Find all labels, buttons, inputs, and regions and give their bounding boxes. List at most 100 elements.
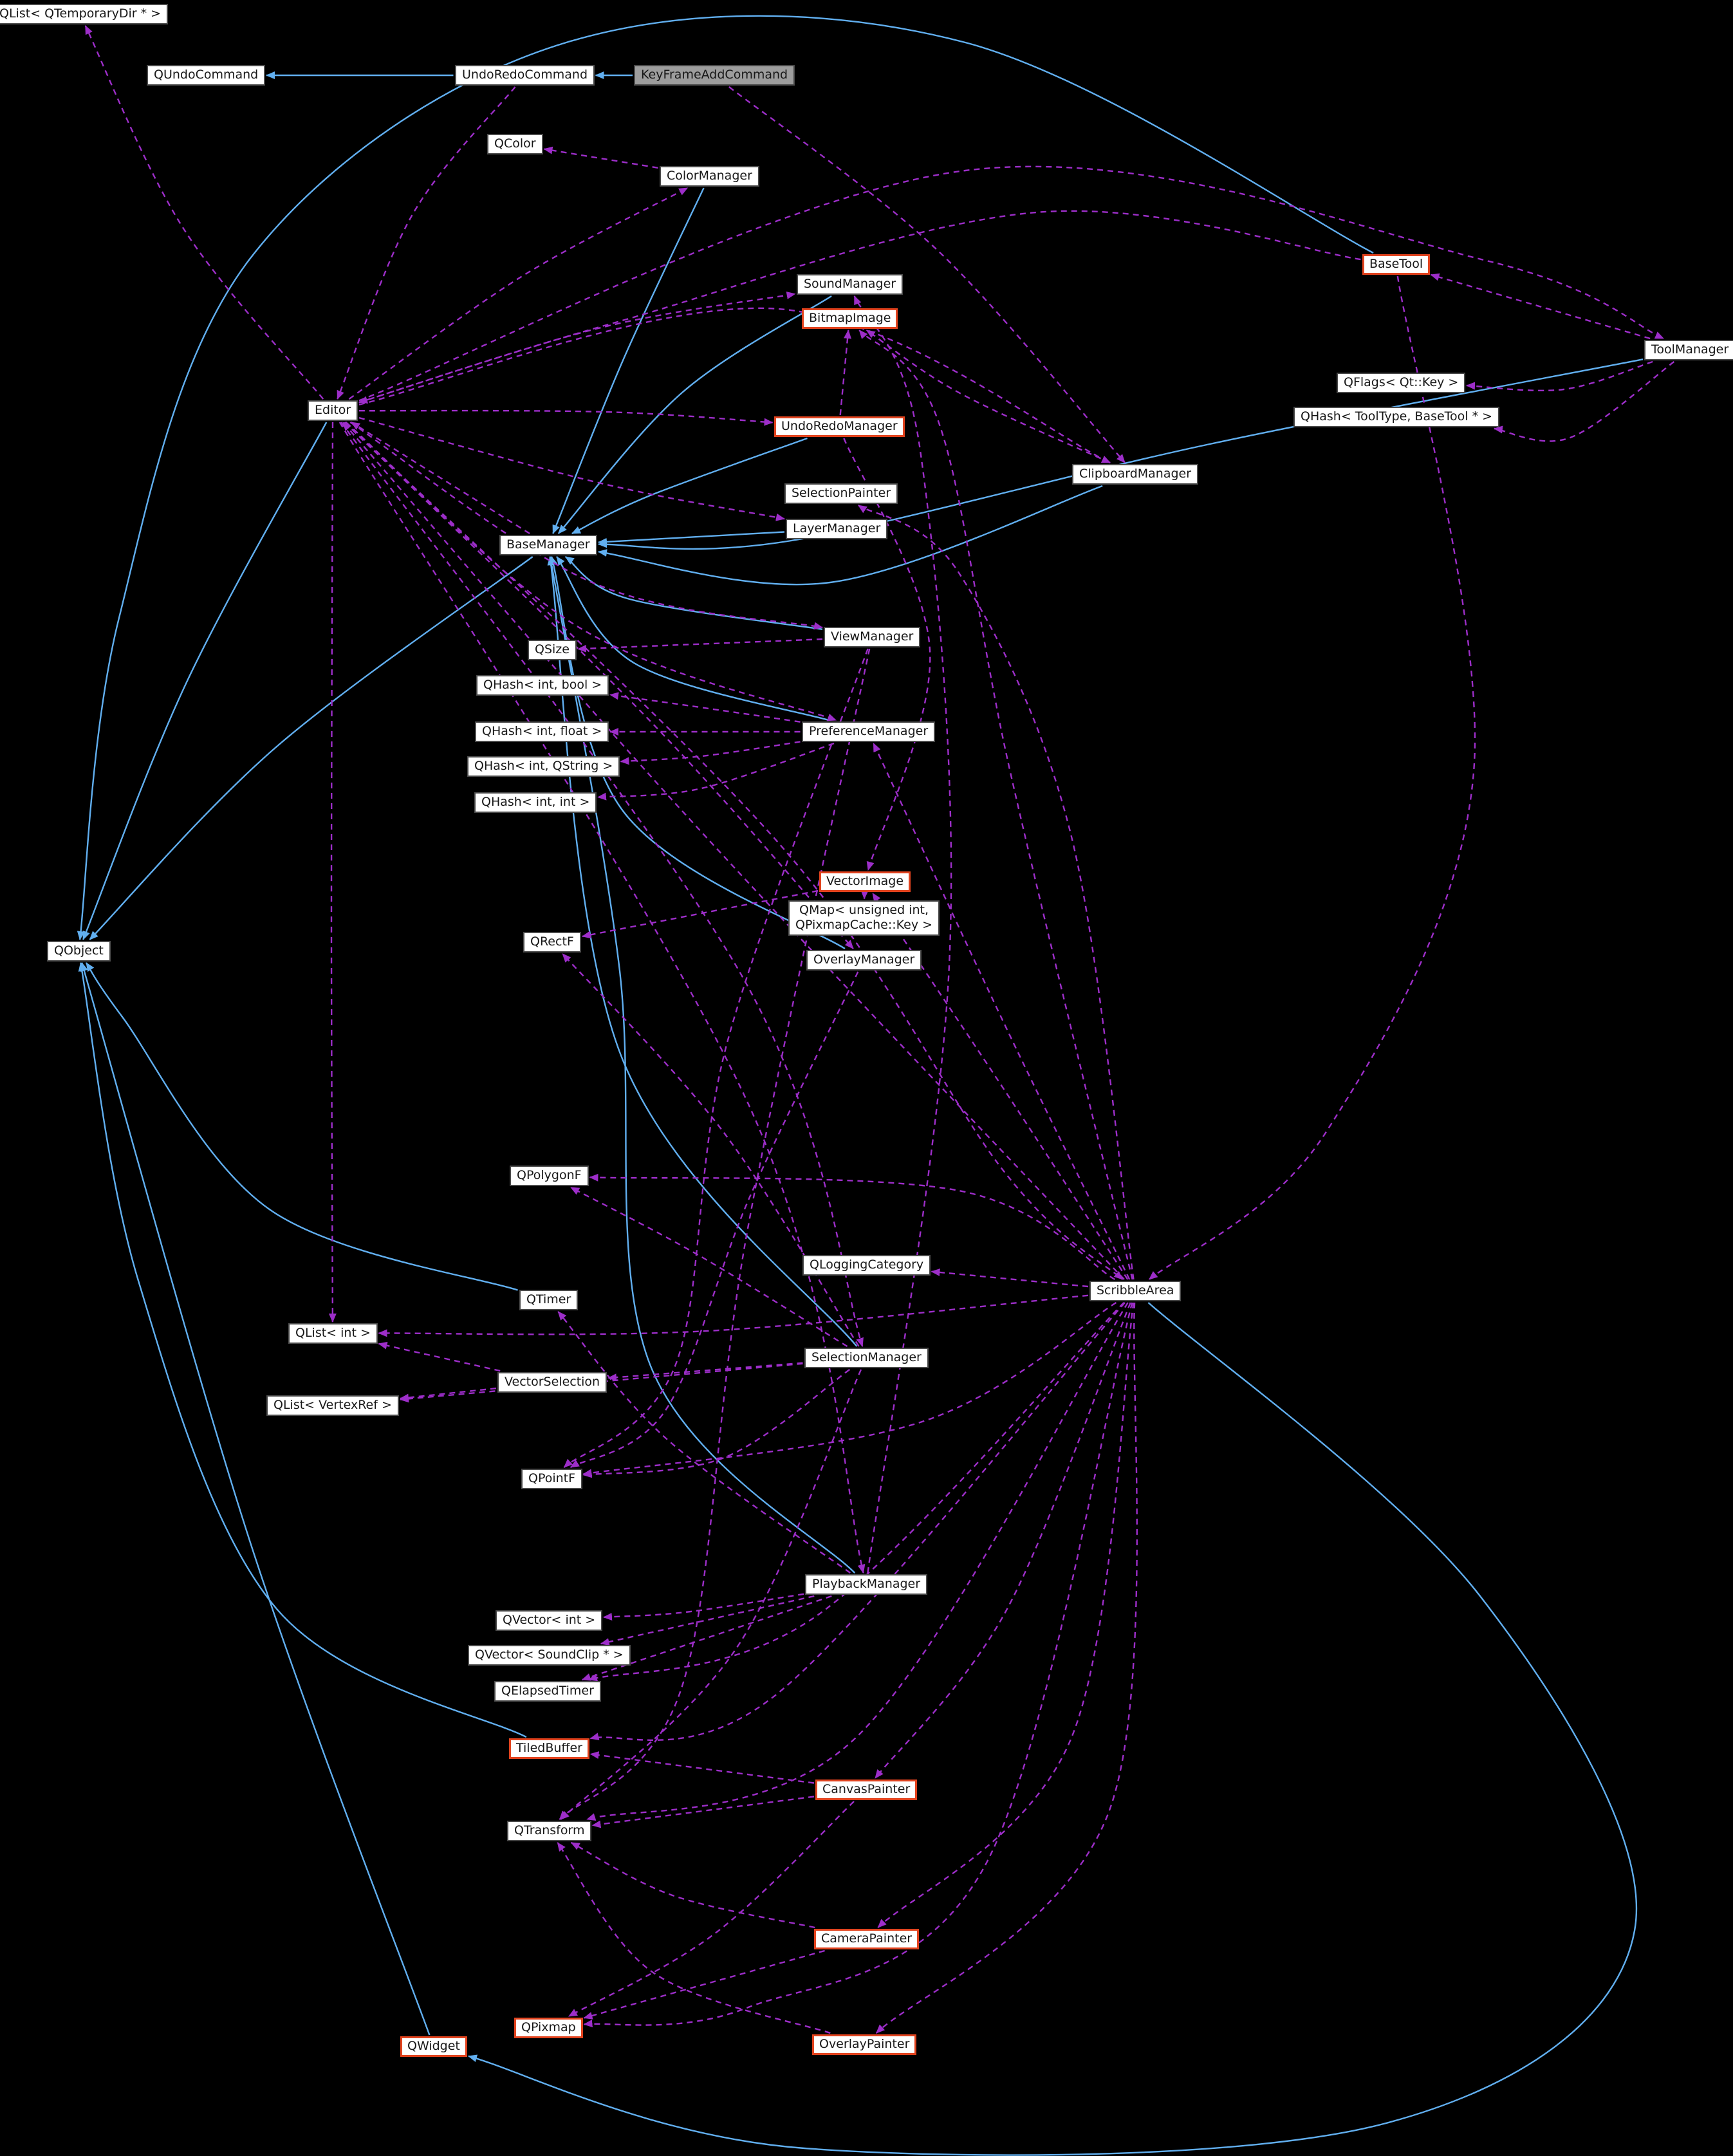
node-toolmanager[interactable]: ToolManager	[1644, 340, 1733, 361]
edge-scribblearea-qwidget	[468, 1302, 1638, 2156]
edge-colormanager-qcolor	[543, 146, 658, 169]
edge-scribblearea-editor	[342, 422, 1125, 1280]
edge-overlaymanager-qpointf	[570, 971, 859, 1469]
edge-canvaspainter-qtransform	[591, 1796, 815, 1828]
node-vectorimage[interactable]: VectorImage	[819, 871, 911, 893]
edge-viewmanager-qsize	[577, 638, 823, 653]
node-basemanager[interactable]: BaseManager	[499, 535, 597, 556]
node-qelapsedtimer[interactable]: QElapsedTimer	[494, 1681, 601, 1702]
edge-selectionmanager-qlist_vertexref	[400, 1362, 803, 1403]
edge-playbackmanager-qelapsedtimer	[581, 1595, 832, 1681]
node-selectionpainter[interactable]: SelectionPainter	[784, 483, 898, 505]
node-canvaspainter[interactable]: CanvasPainter	[815, 1780, 918, 1801]
node-qobject[interactable]: QObject	[47, 941, 111, 962]
node-scribblearea[interactable]: ScribbleArea	[1089, 1281, 1182, 1302]
node-undoredocommand[interactable]: UndoRedoCommand	[455, 65, 595, 86]
node-playbackmanager[interactable]: PlaybackManager	[805, 1574, 928, 1595]
node-bitmapimage[interactable]: BitmapImage	[802, 308, 898, 330]
edge-playbackmanager-soundmanager	[853, 295, 952, 1574]
edge-selectionmanager-qpolygonf	[570, 1186, 848, 1348]
node-camerapainter[interactable]: CameraPainter	[814, 1929, 920, 1950]
node-preferencemanager[interactable]: PreferenceManager	[802, 721, 936, 743]
edge-editor-layermanager	[358, 416, 785, 521]
edge-scribblearea-overlaypainter	[875, 1302, 1138, 2034]
node-qrectf[interactable]: QRectF	[523, 932, 581, 953]
edge-undoredocommand-editor	[337, 86, 516, 400]
node-overlaypainter[interactable]: OverlayPainter	[812, 2034, 917, 2056]
node-qhash_int_int: QHash< int, int >	[474, 792, 597, 813]
edge-preferencemanager-qhash_int_int	[597, 742, 835, 801]
node-selectionmanager[interactable]: SelectionManager	[804, 1348, 929, 1369]
node-layermanager[interactable]: LayerManager	[786, 519, 888, 540]
edge-editor-viewmanager	[349, 422, 823, 630]
edge-selectionmanager-qrectf	[562, 953, 860, 1347]
edge-canvaspainter-qpixmap	[568, 1801, 855, 2018]
edge-playbackmanager-basemanager	[548, 556, 856, 1574]
edge-clipboardmanager-bitmapimage	[866, 330, 1111, 464]
edge-colormanager-basemanager	[552, 187, 705, 534]
node-editor[interactable]: Editor	[308, 400, 358, 422]
node-viewmanager[interactable]: ViewManager	[824, 627, 921, 648]
edge-canvaspainter-tiledbuffer	[589, 1751, 815, 1784]
edge-keyframeaddcommand-clipboardmanager	[728, 86, 1126, 463]
edge-camerapainter-qpixmap	[583, 1949, 825, 2020]
node-overlaymanager[interactable]: OverlayManager	[806, 950, 922, 971]
edge-editor-selectionmanager	[340, 422, 864, 1347]
edge-scribblearea-camerapainter	[877, 1302, 1135, 1928]
node-qsize[interactable]: QSize	[528, 640, 577, 661]
node-qmap_pixmapcache: QMap< unsigned int, QPixmapCache::Key >	[788, 900, 940, 936]
edge-preferencemanager-qhash_int_qstring	[620, 741, 801, 765]
edge-clipboardmanager-basemanager	[598, 485, 1103, 586]
node-qvector_int: QVector< int >	[496, 1610, 603, 1631]
node-qhash_tooltype: QHash< ToolType, BaseTool * >	[1293, 407, 1500, 428]
node-colormanager[interactable]: ColorManager	[660, 166, 759, 187]
edge-scribblearea-qpixmap	[583, 1302, 1133, 2028]
node-soundmanager[interactable]: SoundManager	[797, 274, 904, 295]
edge-group	[77, 15, 1675, 2156]
edge-basetool-editor	[358, 210, 1361, 404]
edge-soundmanager-basemanager	[557, 295, 832, 534]
edge-viewmanager-qtransform	[559, 648, 871, 1820]
edge-preferencemanager-basemanager	[556, 556, 829, 721]
node-qpixmap[interactable]: QPixmap	[514, 2018, 583, 2039]
node-basetool[interactable]: BaseTool	[1362, 254, 1431, 275]
node-qhash_int_float: QHash< int, float >	[475, 721, 609, 743]
edge-editor-overlaymanager	[344, 422, 854, 949]
edge-undoredomanager-basemanager	[571, 437, 808, 535]
edge-selectionmanager-qpointf	[582, 1369, 850, 1478]
edge-vectorselection-qlist_vertexref	[400, 1388, 497, 1402]
edge-vectorselection-qlist_int	[378, 1341, 501, 1372]
edge-editor-scribblearea	[344, 422, 1124, 1280]
edge-scribblearea-qtransform	[586, 1302, 1129, 1821]
node-qloggingcategory[interactable]: QLoggingCategory	[802, 1255, 931, 1276]
edge-editor-soundmanager	[358, 292, 796, 404]
edge-editor-qlist_qtemporarydir	[84, 25, 324, 400]
edge-preferencemanager-qhash_int_bool	[609, 692, 801, 723]
edge-scribblearea-qlist_int	[378, 1294, 1089, 1337]
edge-basetool-scribblearea	[1148, 275, 1476, 1280]
node-qlist_int: QList< int >	[288, 1323, 378, 1344]
edge-scribblearea-qpointf	[582, 1301, 1117, 1477]
node-qtimer[interactable]: QTimer	[519, 1290, 579, 1311]
edge-editor-playbackmanager	[338, 422, 866, 1574]
edge-scribblearea-bitmapimage	[858, 330, 1133, 1280]
node-qpolygonf[interactable]: QPolygonF	[510, 1166, 589, 1187]
edge-editor-qlist_int	[328, 422, 337, 1323]
edge-scribblearea-tiledbuffer	[589, 1302, 1126, 1741]
node-qcolor[interactable]: QColor	[487, 134, 543, 155]
node-clipboardmanager[interactable]: ClipboardManager	[1072, 464, 1199, 485]
edge-scribblearea-selectionpainter	[857, 505, 1135, 1280]
node-qundocommand[interactable]: QUndoCommand	[147, 65, 266, 86]
node-vectorselection[interactable]: VectorSelection	[497, 1372, 607, 1393]
node-qtransform[interactable]: QTransform	[507, 1821, 592, 1842]
edge-toolmanager-basemanager	[598, 358, 1644, 550]
node-qpointf[interactable]: QPointF	[521, 1469, 583, 1490]
edge-undoredomanager-vectorimage	[843, 438, 931, 871]
node-qhash_int_qstring: QHash< int, QString >	[467, 756, 620, 777]
edge-overlaypainter-qtransform	[557, 1842, 831, 2034]
node-undoredomanager[interactable]: UndoRedoManager	[774, 416, 905, 438]
node-tiledbuffer[interactable]: TiledBuffer	[509, 1738, 589, 1760]
node-qwidget[interactable]: QWidget	[400, 2036, 467, 2058]
